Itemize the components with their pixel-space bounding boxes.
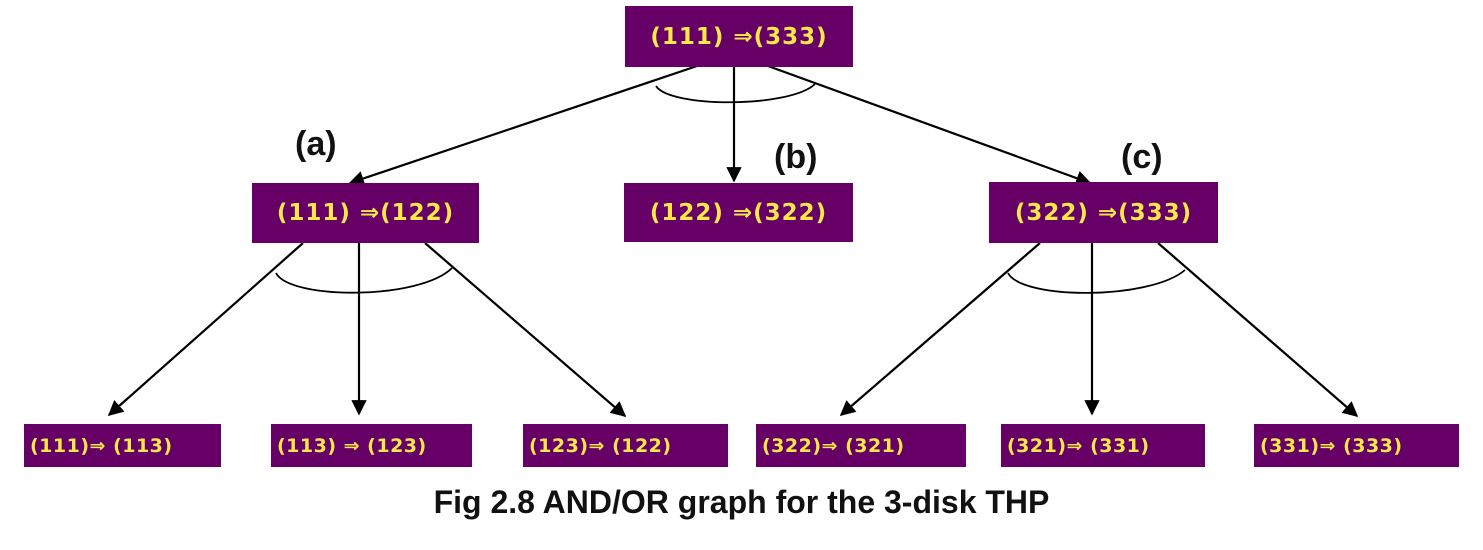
edge-c-c1 — [839, 242, 1041, 417]
and-arc-c — [1007, 269, 1186, 294]
branch-label-b: (b) — [774, 138, 818, 176]
edge-root-a — [348, 64, 698, 186]
node-c1: (322)⇒ (321) — [756, 424, 966, 467]
node-b: (122) ⇒(322) — [624, 183, 853, 242]
edge-a-a3 — [424, 242, 627, 418]
edge-a-a1 — [107, 242, 304, 417]
node-a2: (113) ⇒ (123) — [271, 424, 472, 467]
branch-label-a: (a) — [295, 125, 337, 163]
and-arc-a — [275, 267, 453, 294]
node-c: (322) ⇒(333) — [989, 182, 1218, 243]
node-a3: (123)⇒ (122) — [523, 424, 728, 467]
node-a1: (111)⇒ (113) — [24, 424, 221, 467]
node-a: (111) ⇒(122) — [252, 183, 479, 243]
branch-label-c: (c) — [1121, 138, 1163, 176]
and-arc-root — [655, 83, 816, 104]
edge-c-c3 — [1157, 242, 1359, 418]
node-c2: (321)⇒ (331) — [1001, 424, 1205, 467]
edge-root-c — [767, 64, 1092, 186]
figure-caption: Fig 2.8 AND/OR graph for the 3-disk THP — [433, 484, 1050, 520]
node-c3: (331)⇒ (333) — [1254, 424, 1459, 467]
node-root: (111) ⇒(333) — [625, 6, 853, 67]
